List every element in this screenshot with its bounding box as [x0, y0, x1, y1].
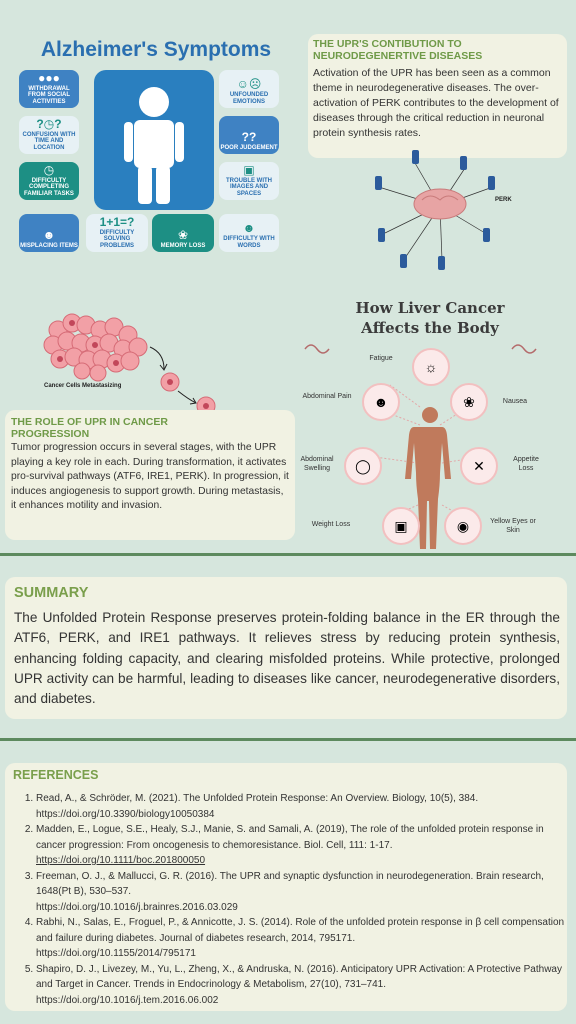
tile-unfounded-emotions: ☺☹ UNFOUNDED EMOTIONS — [219, 70, 279, 108]
cancer-caption: Cancer Cells Metastasizing — [44, 383, 122, 389]
reference-text: Madden, E., Logue, S.E., Healy, S.J., Ma… — [36, 824, 544, 851]
symptom-fatigue: Fatigue — [369, 355, 393, 362]
person-icon — [124, 87, 184, 204]
reference-text: Rabhi, N., Salas, E., Froguel, P., & Ann… — [36, 917, 565, 944]
appetite-loss-icon: ✕ — [460, 447, 498, 485]
tile-images-spaces: ▣ TROUBLE WITH IMAGES AND SPACES — [219, 162, 279, 200]
summary-title: SUMMARY — [14, 585, 89, 601]
weight-loss-icon: ▣ — [382, 507, 420, 545]
reference-link[interactable]: https://doi.org/10.3390/biology10050384 — [36, 808, 215, 820]
reference-item: Madden, E., Logue, S.E., Healy, S.J., Ma… — [36, 822, 572, 869]
reference-item: Rabhi, N., Salas, E., Froguel, P., & Ann… — [36, 915, 572, 962]
tile-difficulty-words: ☻ DIFFICULTY WITH WORDS — [219, 214, 279, 252]
divider-bottom — [0, 738, 576, 741]
liver-infographic: ☼ ☻ ❀ ◯ ✕ ▣ ◉ Fatigue Abdominal Pain Nau… — [300, 335, 570, 550]
liver-title: How Liver Cancer Affects the Body — [355, 299, 505, 337]
brain-icon — [413, 188, 467, 220]
abdominal-pain-icon: ☻ — [362, 383, 400, 421]
cancer-title: THE ROLE OF UPR IN CANCER PROGRESSION — [11, 416, 168, 441]
brain-icon: ❀ — [177, 227, 189, 242]
tile-familiar-tasks: ◷ DIFFICULTY COMPLETING FAMILIAR TASKS — [19, 162, 79, 200]
symptom-weight-loss: Weight Loss — [311, 521, 351, 528]
references-title: REFERENCES — [13, 768, 99, 782]
reference-item: Freeman, O. J., & Mallucci, G. R. (2016)… — [36, 869, 572, 916]
symptom-abdominal-pain: Abdominal Pain — [302, 393, 352, 400]
people-icon: ●●● — [38, 71, 60, 86]
cancer-cells-svg — [43, 313, 216, 416]
questions-head-icon: ?? — [241, 129, 257, 144]
tile-poor-judgement: ?? POOR JUDGEMENT — [219, 116, 279, 154]
symptom-appetite-loss: Appetite Loss — [513, 456, 539, 472]
fatigue-icon: ☼ — [412, 348, 450, 386]
alzheimer-infographic: Alzheimer's Symptoms ●●● WITHDRAWAL FROM… — [0, 0, 300, 260]
symptom-abdominal-swelling: Abdominal Swelling — [300, 456, 334, 472]
cancer-cells-illustration: Cancer Cells Metastasizing — [38, 305, 228, 420]
reference-link[interactable]: https://doi.org/10.1016/j.tem.2016.06.00… — [36, 994, 219, 1006]
reference-link[interactable]: https://doi.org/10.1016/j.brainres.2016.… — [36, 901, 238, 913]
reference-item: Shapiro, D. J., Livezey, M., Yu, L., Zhe… — [36, 962, 572, 1009]
reference-link[interactable]: https://doi.org/10.1155/2014/795171 — [36, 948, 196, 959]
thinking-icon: ☻ — [42, 227, 56, 242]
clock-icon: ◷ — [43, 163, 55, 178]
image-icon: ▣ — [243, 163, 255, 178]
upr-neuro-body: Activation of the UPR has been seen as a… — [313, 67, 559, 139]
perk-diagram-svg — [375, 150, 495, 270]
tile-misplacing: ☻ MISPLACING ITEMS — [19, 214, 79, 252]
reference-link[interactable]: https://doi.org/10.1111/boc.201800050 — [36, 855, 206, 866]
person-panel — [94, 70, 214, 210]
summary-card — [5, 577, 567, 719]
cancer-card: THE ROLE OF UPR IN CANCER PROGRESSION Tu… — [5, 410, 295, 540]
question-marks-icon: ?◷? — [36, 117, 62, 132]
speaking-head-icon: ☻ — [242, 221, 256, 236]
math-icon: 1+1=? — [99, 215, 135, 230]
upr-neuro-card: THE UPR'S CONTIBUTION TO NEURODEGENERTIV… — [308, 34, 567, 158]
reference-text: Shapiro, D. J., Livezey, M., Yu, L., Zhe… — [36, 963, 562, 991]
body-silhouette — [405, 407, 451, 549]
reference-text: Freeman, O. J., & Mallucci, G. R. (2016)… — [36, 870, 544, 898]
references-card — [5, 763, 567, 1011]
divider-top — [0, 553, 576, 556]
tile-confusion: ?◷? CONFUSION WITH TIME AND LOCATION — [19, 116, 79, 154]
tile-solving-problems: 1+1=? DIFFICULTY SOLVING PROBLEMS — [86, 214, 148, 252]
reference-text: Read, A., & Schröder, M. (2021). The Unf… — [36, 793, 479, 804]
summary-text: The Unfolded Protein Response preserves … — [14, 610, 560, 706]
emotion-faces-icon: ☺☹ — [236, 77, 262, 92]
tile-withdrawal: ●●● WITHDRAWAL FROM SOCIAL ACTIVITIES — [19, 70, 79, 108]
perk-label: PERK — [495, 197, 512, 203]
alzheimer-title: Alzheimer's Symptoms — [40, 38, 272, 61]
yellow-eyes-icon: ◉ — [444, 507, 482, 545]
references-list: Read, A., & Schröder, M. (2021). The Unf… — [18, 791, 572, 1008]
upr-neuro-title: THE UPR'S CONTIBUTION TO NEURODEGENERTIV… — [313, 38, 483, 63]
nausea-icon: ❀ — [450, 383, 488, 421]
abdominal-swelling-icon: ◯ — [344, 447, 382, 485]
perk-diagram: PERK — [360, 148, 520, 283]
cancer-body: Tumor progression occurs in several stag… — [11, 442, 289, 512]
reference-item: Read, A., & Schröder, M. (2021). The Unf… — [36, 791, 572, 822]
symptom-yellow-eyes: Yellow Eyes or Skin — [490, 518, 536, 534]
tile-memory-loss: ❀ MEMORY LOSS — [152, 214, 214, 252]
symptom-nausea: Nausea — [502, 398, 528, 405]
